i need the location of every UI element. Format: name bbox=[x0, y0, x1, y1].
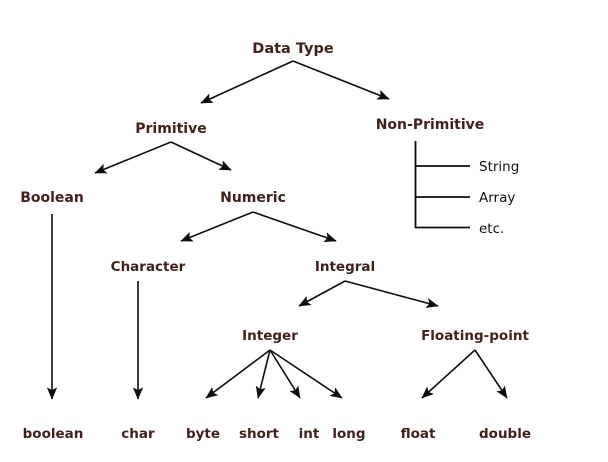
non-primitive-item-etc[interactable]: etc. bbox=[479, 221, 504, 237]
node-data-type[interactable]: Data Type bbox=[252, 41, 334, 57]
leaf-char[interactable]: char bbox=[121, 426, 155, 442]
leaf-int[interactable]: int bbox=[299, 426, 320, 442]
edge-integer-to-long bbox=[269, 349, 343, 399]
leaf-float[interactable]: float bbox=[401, 426, 436, 442]
node-integral[interactable]: Integral bbox=[315, 259, 375, 275]
leaf-long[interactable]: long bbox=[332, 426, 365, 442]
node-character[interactable]: Character bbox=[111, 259, 186, 275]
node-primitive[interactable]: Primitive bbox=[135, 121, 206, 137]
edge-primitive-to-boolean bbox=[94, 141, 172, 174]
node-non-primitive[interactable]: Non-Primitive bbox=[376, 117, 485, 133]
edge-numeric-to-character bbox=[180, 211, 254, 242]
edge-integer-to-byte bbox=[205, 349, 271, 399]
edge-primitive-to-numeric bbox=[170, 141, 232, 171]
node-boolean-group[interactable]: Boolean bbox=[20, 190, 84, 206]
non-primitive-item-string[interactable]: String bbox=[479, 159, 519, 175]
leaf-byte[interactable]: byte bbox=[186, 426, 220, 442]
edge-integer-to-int bbox=[269, 349, 301, 399]
node-integer[interactable]: Integer bbox=[242, 328, 298, 344]
non-primitive-bracket bbox=[414, 141, 470, 229]
edge-floatingpoint-to-float bbox=[421, 349, 476, 399]
leaf-double[interactable]: double bbox=[479, 426, 531, 442]
node-floating-point[interactable]: Floating-point bbox=[421, 328, 529, 344]
edge-integral-to-integer bbox=[298, 280, 346, 307]
leaf-short[interactable]: short bbox=[239, 426, 280, 442]
edge-numeric-to-integral bbox=[252, 211, 337, 243]
edge-datatype-to-primitive bbox=[200, 60, 294, 104]
non-primitive-item-array[interactable]: Array bbox=[479, 190, 515, 206]
node-numeric[interactable]: Numeric bbox=[220, 190, 286, 206]
edge-datatype-to-nonprimitive bbox=[292, 60, 390, 100]
edge-floatingpoint-to-double bbox=[474, 349, 508, 399]
edge-integral-to-floatingpoint bbox=[344, 280, 439, 308]
edge-integer-to-short bbox=[255, 349, 271, 399]
leaf-boolean[interactable]: boolean bbox=[23, 426, 84, 442]
